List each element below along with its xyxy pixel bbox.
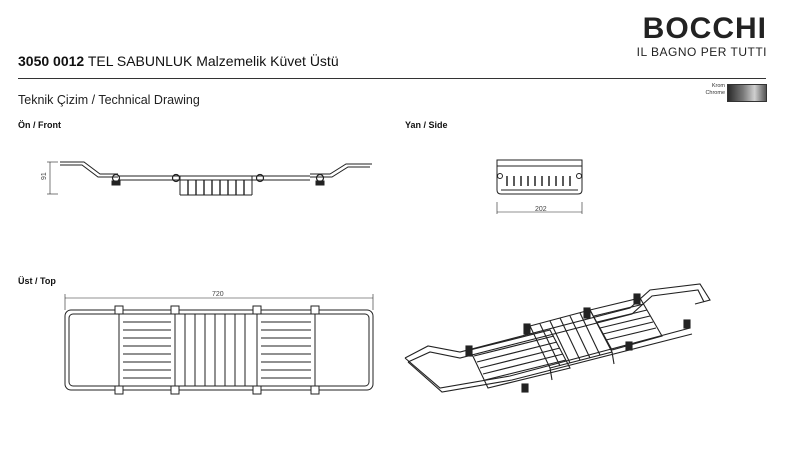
front-view-drawing: 91: [41, 161, 372, 196]
front-height-dimension: 91: [41, 172, 48, 180]
brand-logo: BOCCHI: [642, 12, 767, 45]
finish-label: Krom Chrome: [695, 83, 725, 96]
chrome-swatch: [727, 84, 767, 102]
finish-label-tr: Krom: [711, 83, 725, 89]
side-view-label: Yan / Side: [405, 120, 448, 130]
top-view-label: Üst / Top: [18, 276, 56, 286]
brand-tagline: IL BAGNO PER TUTTI: [636, 45, 767, 59]
front-view-label: Ön / Front: [18, 120, 61, 130]
product-name: TEL SABUNLUK Malzemelik Küvet Üstü: [87, 53, 339, 69]
top-length-dimension: 720: [212, 291, 224, 298]
page-title: 3050 0012 TEL SABUNLUK Malzemelik Küvet …: [18, 53, 339, 69]
drawing-subtitle: Teknik Çizim / Technical Drawing: [18, 93, 200, 107]
top-view-drawing: 720: [64, 291, 374, 395]
product-code: 3050 0012: [18, 53, 85, 69]
finish-label-en: Chrome: [705, 89, 725, 96]
finish-indicator: Krom Chrome: [695, 83, 767, 103]
title-divider: [18, 78, 766, 79]
brand-block: BOCCHI IL BAGNO PER TUTTI: [636, 12, 767, 60]
side-view-drawing: 202: [496, 159, 583, 214]
isometric-view-drawing: [404, 283, 711, 393]
side-width-dimension: 202: [535, 206, 547, 213]
